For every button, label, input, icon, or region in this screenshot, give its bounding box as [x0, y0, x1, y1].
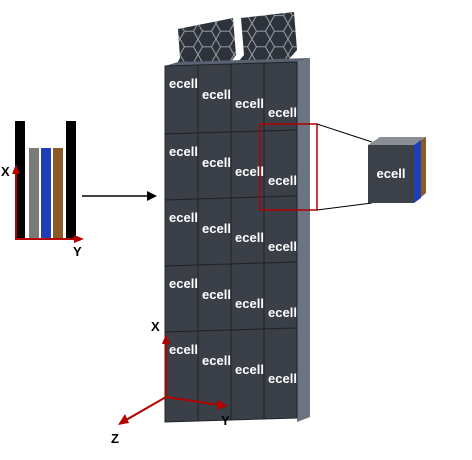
cell-label: ecell [202, 287, 231, 302]
cell-label: ecell [169, 342, 198, 357]
stack-top-face [165, 58, 310, 66]
cell-face [197, 329, 232, 422]
cell-label: ecell [268, 239, 297, 254]
layer-electrode-brown [53, 148, 63, 239]
layer-separator-blue [41, 148, 51, 239]
cell-label: ecell [235, 362, 264, 377]
cell-label: ecell [202, 87, 231, 102]
callout-line-bottom [316, 202, 373, 211]
cell-label: ecell [235, 296, 264, 311]
main-z-axis-line [125, 396, 167, 421]
pointer-arrow [82, 191, 157, 201]
cell-stack: ecell ecell ecell ecell ecell ecell ecell ecell… [164, 58, 310, 423]
left-x-arrowhead [12, 164, 20, 174]
main-z-axis-label: Z [111, 431, 119, 446]
left-y-arrowhead [74, 235, 84, 243]
highlight-box [259, 123, 318, 211]
cell-label: ecell [268, 371, 297, 386]
cell-label: ecell [268, 305, 297, 320]
main-y-axis-line [165, 396, 221, 406]
cell-label: ecell [169, 144, 198, 159]
callout-line-top [316, 123, 373, 143]
cell-label: ecell [202, 155, 231, 170]
cell-face [263, 327, 298, 420]
cell-label: ecell [235, 230, 264, 245]
left-y-axis-label: Y [73, 244, 82, 259]
cell-label: ecell [169, 210, 198, 225]
cell-label: ecell [169, 76, 198, 91]
cell-label: ecell [202, 353, 231, 368]
cell-grid: ecell ecell ecell ecell ecell ecell ecell ecell… [164, 61, 298, 423]
cell-label: ecell [235, 164, 264, 179]
main-axes: X Y Z [111, 319, 230, 446]
main-y-arrowhead [217, 400, 228, 410]
main-y-axis-label: Y [221, 413, 230, 428]
cell-label: ecell [169, 276, 198, 291]
cell-label: ecell [235, 96, 264, 111]
current-collector-left [15, 121, 25, 239]
honeycomb-tabs [175, 12, 297, 67]
cell-label: ecell [202, 221, 231, 236]
inset-cell: ecell [368, 137, 426, 203]
main-z-arrowhead [118, 414, 129, 425]
zoom-callout: ecell [259, 123, 426, 211]
cell-label: ecell [268, 105, 297, 120]
cell-face [263, 61, 298, 132]
current-collector-right [66, 121, 76, 239]
layer-electrode-gray [29, 148, 39, 239]
cell-label: ecell [268, 173, 297, 188]
main-x-arrowhead [162, 334, 170, 344]
left-x-axis-label: X [1, 164, 10, 179]
inset-label: ecell [377, 166, 406, 181]
main-x-axis-label: X [151, 319, 160, 334]
cross-section: X Y [1, 121, 84, 259]
stack-side-face [297, 58, 310, 422]
